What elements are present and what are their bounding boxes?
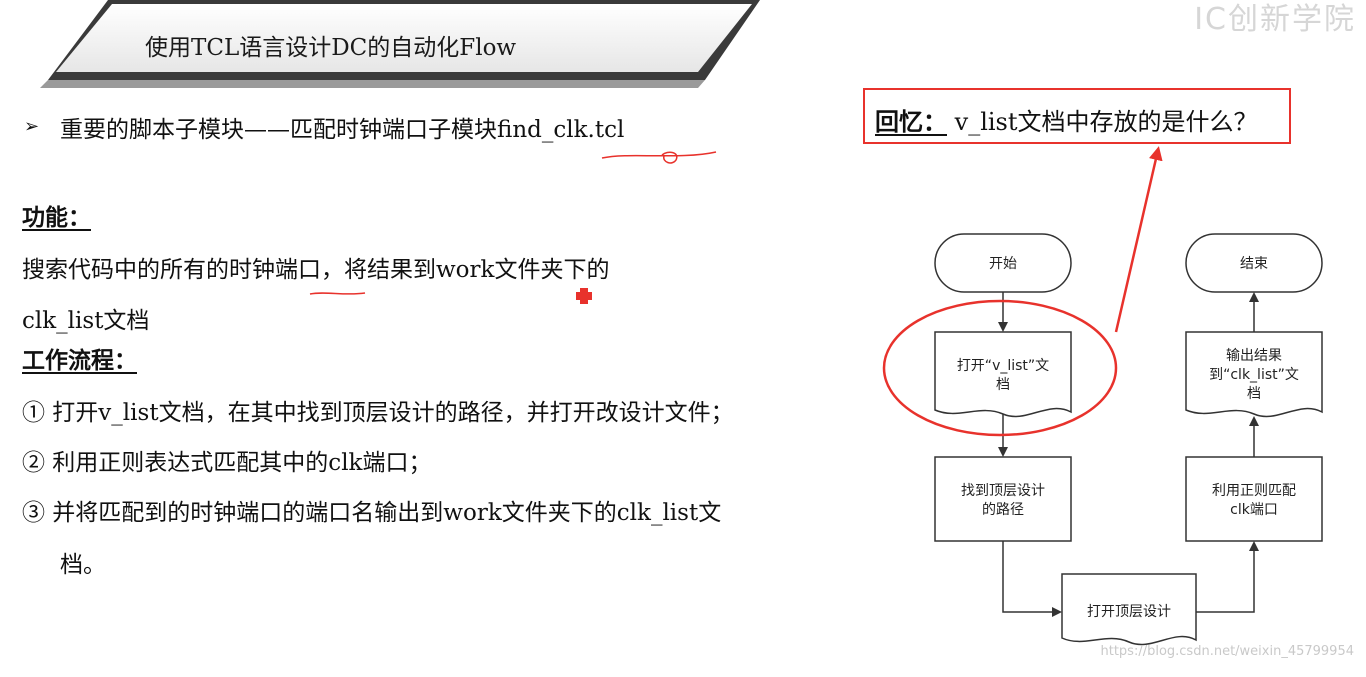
flow-output-line-3: 档: [1247, 386, 1261, 402]
hand-underline-clockport: [309, 292, 366, 295]
title-banner: 使用TCL语言设计DC的自动化Flow: [0, 0, 800, 95]
bullet-arrow-icon: ➢: [24, 116, 40, 137]
recall-box: 回忆： v_list文档中存放的是什么？: [863, 88, 1291, 144]
highlight-ellipse: [882, 299, 1118, 437]
flow-regex-line-2: clk端口: [1230, 502, 1278, 518]
function-line-1: 搜索代码中的所有的时钟端口，将结果到work文件夹下的: [22, 257, 610, 283]
flow-open-top-label: 打开顶层设计: [1087, 603, 1171, 620]
flow-open-vlist-line-2: 档: [996, 377, 1010, 393]
workflow-heading: 工作流程：: [22, 347, 137, 374]
flow-regex-line-1: 利用正则匹配: [1212, 483, 1296, 499]
banner-shape: [40, 0, 760, 88]
flow-node-regex: 利用正则匹配 clk端口: [1185, 456, 1323, 542]
page-title: 使用TCL语言设计DC的自动化Flow: [145, 35, 517, 61]
workflow-step-1: ① 打开v_list文档，在其中找到顶层设计的路径，并打开改设计文件；: [22, 400, 734, 426]
bullet-text: 重要的脚本子模块——匹配时钟端口子模块find_clk.tcl: [60, 117, 625, 143]
hand-loop-findclk: [661, 151, 678, 164]
flow-node-start: 开始: [934, 233, 1072, 293]
flow-node-output: 输出结果 到“clk_list”文 档: [1185, 331, 1323, 418]
recall-text: v_list文档中存放的是什么？: [947, 108, 1258, 136]
highlight-arrow: [1114, 146, 1163, 333]
flow-start-label: 开始: [989, 256, 1017, 272]
flow-node-find-top: 找到顶层设计 的路径: [934, 456, 1072, 542]
function-heading: 功能：: [22, 204, 91, 231]
flow-arrow-opentop-to-regex: [1196, 541, 1259, 613]
flow-output-line-1: 输出结果: [1226, 348, 1282, 364]
flow-node-open-vlist: 打开“v_list”文 档: [934, 331, 1072, 418]
flow-find-top-line-2: 的路径: [982, 502, 1024, 518]
flow-node-end: 结束: [1185, 233, 1323, 293]
workflow-step-3: ③ 并将匹配到的时钟端口的端口名输出到work文件夹下的clk_list文: [22, 500, 722, 526]
brand-logo: IC创新学院: [1194, 2, 1356, 37]
flow-arrow-find-to-opentop: [1002, 541, 1062, 617]
workflow-step-2: ② 利用正则表达式匹配其中的clk端口；: [22, 450, 432, 476]
function-line-2: clk_list文档: [22, 308, 150, 334]
flow-end-label: 结束: [1240, 256, 1268, 272]
flow-node-open-top: 打开顶层设计: [1061, 573, 1197, 646]
cursor-mark-icon: [576, 288, 592, 304]
flow-output-line-2: 到“clk_list”文: [1209, 367, 1299, 383]
hand-underline-findclk: [601, 151, 717, 159]
flow-find-top-line-1: 找到顶层设计: [961, 483, 1045, 499]
recall-label: 回忆：: [875, 107, 947, 136]
recall-question: 回忆： v_list文档中存放的是什么？: [875, 102, 1258, 137]
watermark: https://blog.csdn.net/weixin_45799954: [1100, 644, 1354, 659]
flow-open-vlist-line-1: 打开“v_list”文: [957, 357, 1049, 374]
workflow-step-3-cont: 档。: [60, 552, 106, 578]
